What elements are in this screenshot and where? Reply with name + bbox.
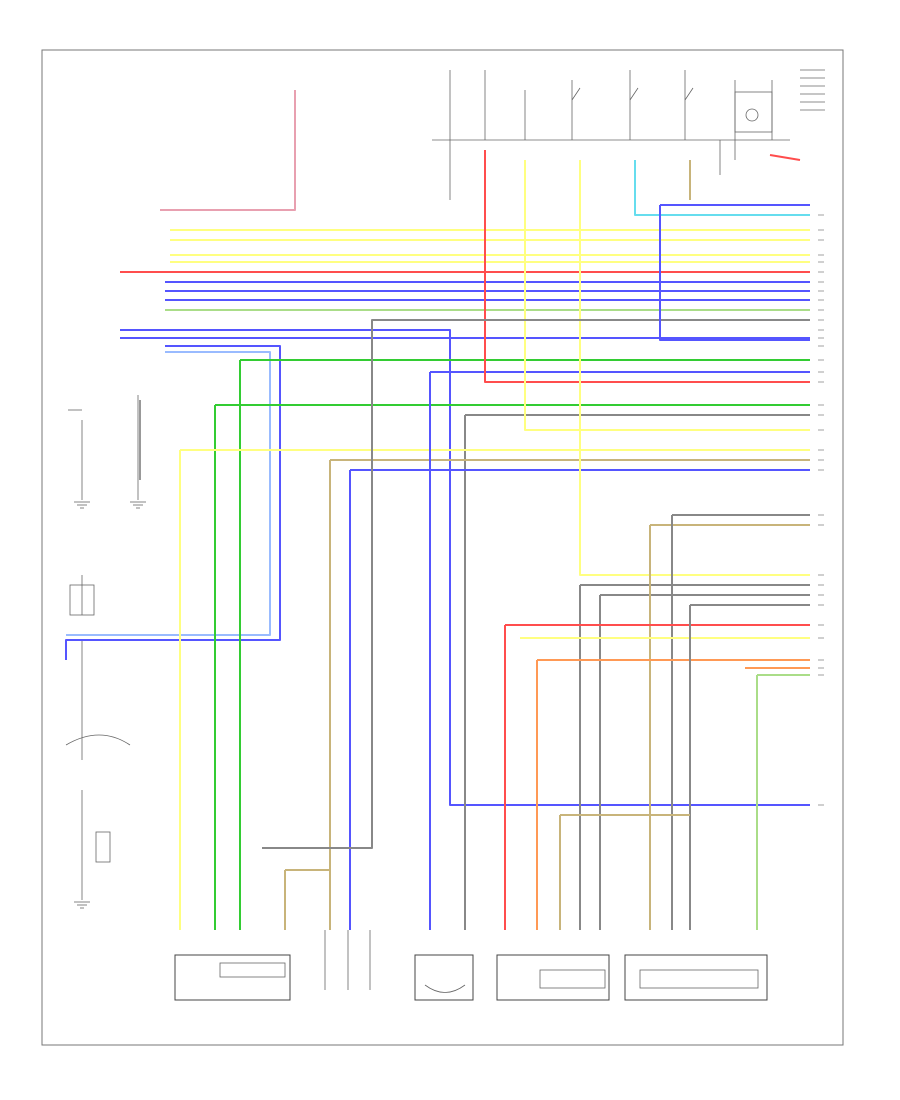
yellow-wire [524,160,810,431]
diagram-frame [41,49,844,1046]
yellow-wire [179,449,810,930]
gray-wire [464,414,810,930]
blue-wire [120,329,810,806]
relay-box [69,584,95,616]
light-green-wire [756,674,810,930]
tan-wire [284,869,330,930]
gray-wire [689,604,810,930]
gray-wire [579,584,810,930]
connector-box-5 [624,954,768,1001]
switch-arc [65,734,131,746]
light-blue-wire [66,351,271,636]
right-edge-ticks [818,214,824,806]
red-wire [504,624,810,930]
blue-wire [659,204,810,341]
switch-panel [432,69,825,200]
connector-box-3 [414,954,474,1001]
red-wire [484,150,810,383]
connector-box-1 [174,954,291,1001]
orange-wire [536,659,810,930]
blue-wire [65,345,281,660]
ground-icon [130,501,146,509]
tan-wire [559,814,690,930]
left-components [65,395,146,909]
red-wire [769,154,801,161]
bottom-connectors [174,930,768,1001]
tan-wire [329,459,810,930]
ground-icon [74,501,90,509]
wire-layer [65,90,810,930]
gray-wire [671,514,810,930]
lamp-icon [745,108,759,122]
ground-icon [74,901,90,909]
cyan-wire [634,160,810,216]
pink-wire [160,90,296,211]
green-wire [214,404,810,930]
tan-wire [649,524,810,930]
gray-wire [262,319,810,849]
fuse-icon [95,831,111,863]
yellow-wire [579,160,810,576]
connector-box-4 [496,954,610,1001]
gray-wire [599,594,810,930]
